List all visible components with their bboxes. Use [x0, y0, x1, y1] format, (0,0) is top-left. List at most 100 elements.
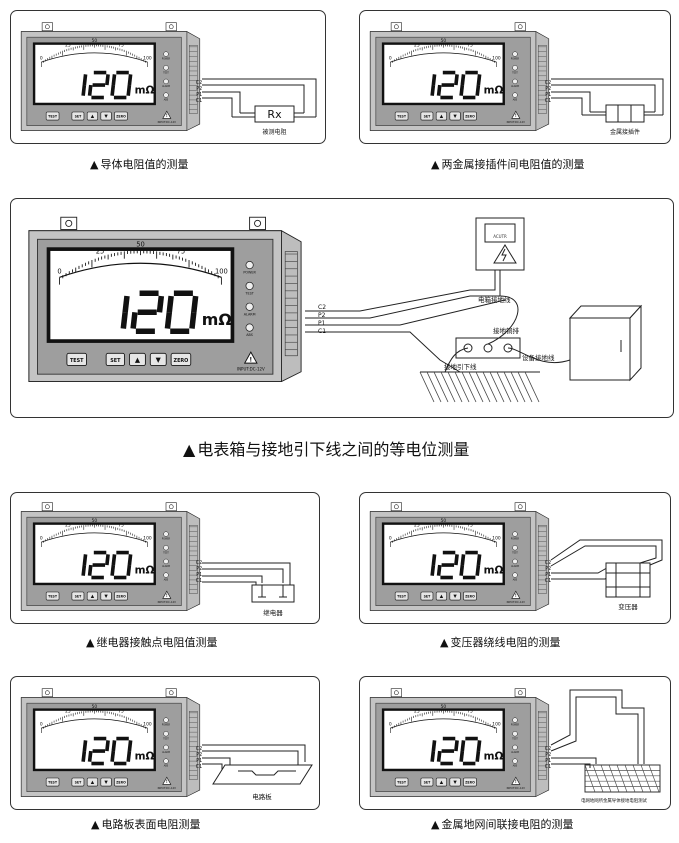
unit-label: mΩ: [484, 750, 504, 762]
svg-text:C2: C2: [545, 80, 551, 86]
scale-tick-label: 25: [414, 708, 420, 714]
caption-relay: ▲继电器接触点电阻值测量: [86, 636, 218, 649]
transformer-label: 变压器: [618, 602, 638, 611]
svg-text:!: !: [166, 113, 168, 118]
svg-text:!: !: [515, 113, 517, 118]
scale-tick-label: 100: [143, 722, 152, 728]
meter-button: [105, 352, 125, 367]
svg-text:P2: P2: [196, 752, 202, 758]
meter-button: [449, 591, 461, 601]
svg-text:ALARM: ALARM: [511, 751, 519, 754]
svg-text:TEST: TEST: [163, 71, 169, 74]
svg-text:P1: P1: [318, 320, 326, 327]
svg-text:▲: ▲: [440, 781, 444, 786]
svg-text:TEST: TEST: [512, 737, 518, 740]
grid-label: 电网地网所金属导体接地电阻测试: [581, 797, 647, 804]
scale-tick-label: 75: [467, 708, 473, 714]
svg-text:!: !: [515, 779, 517, 784]
scale-tick-label: 25: [65, 708, 71, 714]
meter-button: [100, 777, 112, 787]
meter-button: [86, 111, 98, 121]
meter-button: [45, 777, 60, 787]
pcb-label: 电路板: [252, 792, 272, 801]
svg-text:TEST: TEST: [512, 551, 518, 554]
meter-button: [114, 111, 128, 121]
svg-text:C1: C1: [196, 98, 202, 104]
svg-text:ALARM: ALARM: [162, 565, 170, 568]
scale-tick-label: 100: [492, 56, 501, 62]
svg-text:SET: SET: [75, 115, 82, 119]
svg-text:!: !: [166, 779, 168, 784]
svg-text:ZERO: ZERO: [465, 115, 475, 119]
svg-text:ALARM: ALARM: [511, 85, 519, 88]
svg-text:P1: P1: [545, 758, 551, 764]
svg-text:TEST: TEST: [397, 781, 407, 785]
meter-button: [420, 111, 434, 121]
transformer-core: [605, 562, 651, 598]
svg-text:INPUT:DC-12V: INPUT:DC-12V: [158, 600, 176, 604]
svg-text:TEST: TEST: [397, 595, 407, 599]
meter-button: [45, 591, 60, 601]
meter-button: [86, 591, 98, 601]
svg-text:SET: SET: [75, 781, 82, 785]
svg-text:POWER: POWER: [162, 538, 171, 541]
meter-button: [71, 591, 85, 601]
svg-text:P2: P2: [545, 566, 551, 572]
scale-tick-label: 0: [40, 56, 43, 62]
svg-text:C2: C2: [196, 560, 202, 566]
svg-text:ABS: ABS: [513, 99, 518, 102]
svg-text:INPUT:DC-12V: INPUT:DC-12V: [507, 600, 525, 604]
svg-text:▼: ▼: [104, 781, 108, 786]
svg-text:!: !: [166, 593, 168, 598]
svg-text:▲: ▲: [440, 115, 444, 120]
svg-text:ALARM: ALARM: [162, 751, 170, 754]
svg-text:SET: SET: [110, 358, 121, 364]
svg-text:▼: ▼: [453, 595, 457, 600]
meter-button: [86, 777, 98, 787]
meter-button: [114, 591, 128, 601]
scale-tick-label: 0: [57, 268, 61, 276]
svg-text:TEST: TEST: [163, 737, 169, 740]
connector-label: 金属接插件: [610, 128, 640, 136]
svg-text:INPUT:DC-12V: INPUT:DC-12V: [237, 367, 265, 372]
svg-text:ALARM: ALARM: [162, 85, 170, 88]
svg-text:ABS: ABS: [164, 99, 169, 102]
svg-text:P1: P1: [196, 572, 202, 578]
svg-text:ACUTR: ACUTR: [493, 234, 507, 239]
svg-text:TEST: TEST: [397, 115, 407, 119]
scale-tick-label: 75: [467, 42, 473, 48]
svg-text:P2: P2: [196, 86, 202, 92]
caption-equipotential: ▲电表箱与接地引下线之间的等电位测量: [183, 440, 470, 459]
meter-button: [149, 352, 167, 367]
svg-text:C2: C2: [196, 746, 202, 752]
svg-text:TEST: TEST: [48, 595, 58, 599]
scale-tick-label: 75: [118, 708, 124, 714]
scale-tick-label: 100: [143, 56, 152, 62]
svg-text:SET: SET: [424, 781, 431, 785]
svg-text:▲: ▲: [91, 115, 95, 120]
svg-text:TEST: TEST: [244, 291, 254, 295]
svg-text:POWER: POWER: [243, 271, 256, 275]
svg-text:ABS: ABS: [513, 579, 518, 582]
svg-text:▲: ▲: [135, 356, 141, 364]
unit-label: mΩ: [484, 564, 504, 576]
scale-tick-label: 50: [441, 704, 447, 710]
svg-text:▼: ▼: [104, 115, 108, 120]
scale-tick-label: 0: [40, 722, 43, 728]
svg-text:ABS: ABS: [164, 765, 169, 768]
scale-tick-label: 0: [389, 722, 392, 728]
caption-conductor: ▲导体电阻值的测量: [90, 158, 189, 171]
scale-tick-label: 50: [441, 38, 447, 44]
unit-label: mΩ: [135, 564, 155, 576]
unit-label: mΩ: [135, 750, 155, 762]
meter-button: [435, 777, 447, 787]
scale-tick-label: 50: [92, 38, 98, 44]
svg-text:POWER: POWER: [511, 724, 520, 727]
scale-tick-label: 100: [492, 536, 501, 542]
